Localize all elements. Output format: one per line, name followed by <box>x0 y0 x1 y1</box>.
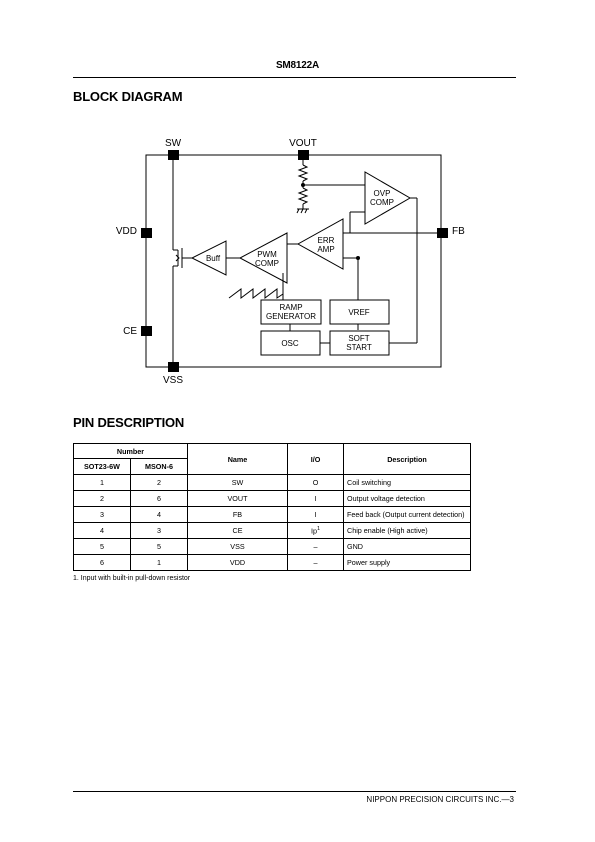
pwm-comp-label-2: COMP <box>255 259 279 268</box>
cell-name: SW <box>187 474 288 491</box>
cell-sot23: 6 <box>73 554 131 571</box>
pin-label-fb: FB <box>452 226 465 237</box>
ramp-generator-label-2: GENERATOR <box>266 312 316 321</box>
cell-name: CE <box>187 522 288 539</box>
ovp-comp-label-1: OVP <box>374 189 391 198</box>
cell-mson: 4 <box>130 506 188 523</box>
header-io: I/O <box>287 443 344 475</box>
cell-name: VOUT <box>187 490 288 507</box>
chip-outline <box>145 154 442 368</box>
osc-box <box>260 330 321 356</box>
cell-io: – <box>287 554 344 571</box>
header-description: Description <box>343 443 471 475</box>
cell-description: Power supply <box>343 554 471 571</box>
cell-name: FB <box>187 506 288 523</box>
pin-label-vss: VSS <box>163 375 183 386</box>
ovp-comp-label-2: COMP <box>370 198 394 207</box>
pin-vdd <box>141 228 152 238</box>
pin-label-vdd: VDD <box>116 226 137 237</box>
cell-description: Feed back (Output current detection) <box>343 506 471 523</box>
footnote: 1. Input with built-in pull-down resisto… <box>73 575 191 582</box>
buff-label: Buff <box>206 254 221 263</box>
table-subheader-row: SOT23-6W MSON-6 <box>73 458 471 475</box>
block-diagram: SW VOUT VDD FB CE VSS <box>116 138 465 386</box>
cell-mson: 3 <box>130 522 188 539</box>
cell-mson: 6 <box>130 490 188 507</box>
pin-label-sw: SW <box>165 138 182 149</box>
pin-description-table: Number Name I/O Description SOT23-6W MSO… <box>73 443 471 571</box>
header-sot23: SOT23-6W <box>73 458 131 475</box>
pin-vss <box>168 362 179 372</box>
cell-sot23: 1 <box>73 474 131 491</box>
cell-name: VDD <box>187 554 288 571</box>
footnote-marker: 1 <box>316 525 321 532</box>
cell-sot23: 2 <box>73 490 131 507</box>
cell-description: Chip enable (High active) <box>343 522 471 539</box>
vref-box <box>329 299 390 325</box>
header-name: Name <box>187 443 288 475</box>
junction-dot <box>301 183 305 187</box>
cell-io: Ip1 <box>287 522 344 539</box>
junction-dot <box>356 256 360 260</box>
soft-start-label-2: START <box>346 343 372 352</box>
header-mson: MSON-6 <box>130 458 188 475</box>
cell-mson: 1 <box>130 554 188 571</box>
pin-sw <box>168 150 179 160</box>
pwm-comp-label-1: PWM <box>257 250 277 259</box>
cell-io: I <box>287 506 344 523</box>
cell-sot23: 5 <box>73 538 131 555</box>
ramp-generator-label-1: RAMP <box>279 303 302 312</box>
err-amp-label-1: ERR <box>318 236 335 245</box>
cell-sot23: 3 <box>73 506 131 523</box>
pin-ce <box>141 326 152 336</box>
cell-name: VSS <box>187 538 288 555</box>
cell-io: I <box>287 490 344 507</box>
table-header-row: Number Name I/O Description <box>73 443 471 475</box>
pin-description-title: PIN DESCRIPTION <box>73 415 185 430</box>
cell-description: Coil switching <box>343 474 471 491</box>
cell-mson: 5 <box>130 538 188 555</box>
cell-sot23: 4 <box>73 522 131 539</box>
cell-io: O <box>287 474 344 491</box>
pin-label-ce: CE <box>123 326 137 337</box>
vref-label: VREF <box>348 308 369 317</box>
page-header: SM8122A <box>275 60 320 71</box>
page-footer: NIPPON PRECISION CIRCUITS INC.—3 <box>366 795 514 804</box>
soft-start-box <box>329 330 390 356</box>
pin-label-vout: VOUT <box>289 138 317 149</box>
pin-vout <box>298 150 309 160</box>
block-diagram-title: BLOCK DIAGRAM <box>73 89 183 104</box>
cell-description: GND <box>343 538 471 555</box>
err-amp-label-2: AMP <box>317 245 334 254</box>
header-rule <box>73 77 516 78</box>
cell-io: – <box>287 538 344 555</box>
soft-start-label-1: SOFT <box>348 334 369 343</box>
ramp-generator-box <box>260 299 322 325</box>
header-number: Number <box>73 443 188 459</box>
cell-mson: 2 <box>130 474 188 491</box>
footer-rule <box>73 791 516 792</box>
pin-fb <box>437 228 448 238</box>
cell-description: Output voltage detection <box>343 490 471 507</box>
osc-label: OSC <box>281 339 299 348</box>
